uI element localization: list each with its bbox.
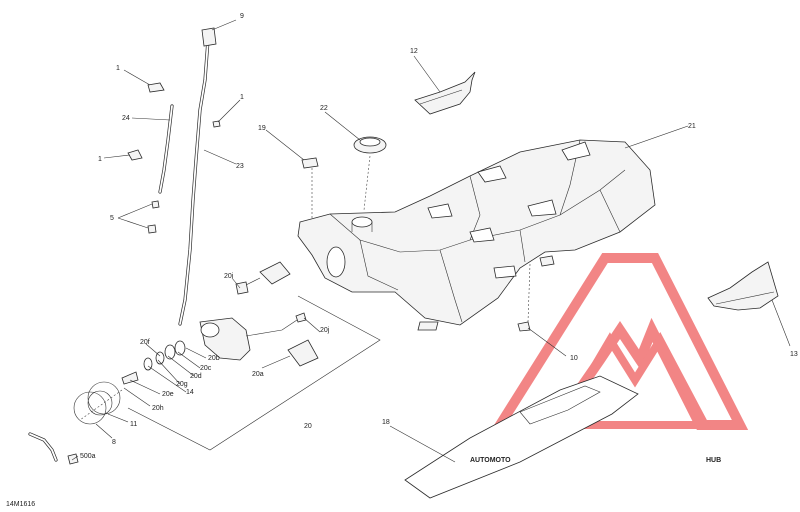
- callout-1: 1: [98, 156, 102, 163]
- assembly-20-bracket: [127, 295, 381, 451]
- part-13-side-panel: [707, 261, 779, 311]
- fuel-tank: [297, 139, 656, 326]
- callout-20j: 20j: [320, 327, 330, 334]
- callout-20g: 20g: [176, 381, 188, 388]
- callout-9: 9: [240, 13, 244, 20]
- callout-20c: 20c: [200, 365, 212, 372]
- callout-21: 21: [688, 123, 696, 130]
- callout-20b: 20b: [208, 355, 220, 362]
- part-19-grommet: [301, 157, 319, 169]
- callout-24: 24: [122, 115, 130, 122]
- callout-1: 1: [116, 65, 120, 72]
- small-clips: [127, 82, 555, 332]
- callout-22: 22: [320, 105, 328, 112]
- callout-20h: 20h: [152, 405, 164, 412]
- callout-11: 11: [130, 421, 137, 428]
- callout-20f: 20f: [140, 339, 150, 346]
- callout-19: 19: [258, 125, 266, 132]
- callout-14: 14: [186, 389, 194, 396]
- guide-lines: [79, 155, 531, 421]
- callout-20d: 20d: [190, 373, 202, 380]
- callout-20a: 20a: [252, 371, 264, 378]
- callout-12: 12: [410, 48, 418, 55]
- callout-20e: 20e: [162, 391, 174, 398]
- callout-500a: 500a: [80, 453, 96, 460]
- watermark-word-right: HUB: [706, 457, 721, 464]
- part-24-hose: [158, 104, 174, 194]
- part-20-fuel-pump-module: [199, 261, 319, 367]
- callout-13: 13: [790, 351, 798, 358]
- part-23-vent-hose: [178, 27, 217, 326]
- callout-18: 18: [382, 419, 390, 426]
- callout-23: 23: [236, 163, 244, 170]
- callout-1: 1: [240, 94, 244, 101]
- callout-20i: 20i: [224, 273, 234, 280]
- watermark-word-left: AUTOMOTO: [470, 457, 511, 464]
- watermark-text: AUTOMOTO HUB: [470, 457, 721, 464]
- leader-lines: [71, 19, 791, 463]
- drawing-code: 14M1616: [6, 501, 35, 508]
- seals-and-rings: [73, 340, 186, 425]
- callout-5: 5: [110, 215, 114, 222]
- part-18-tank-pad: [404, 375, 639, 499]
- callout-10: 10: [570, 355, 578, 362]
- callout-20: 20: [304, 423, 312, 430]
- part-22-fuel-cap: [353, 136, 387, 154]
- callout-8: 8: [112, 439, 116, 446]
- part-500a-hose-elbow: [28, 432, 79, 465]
- callout-labels: 9 1 1 1 24 23 5 12 22 19 21 20i 20j 20f …: [80, 13, 798, 460]
- part-12-heat-shield: [414, 71, 476, 115]
